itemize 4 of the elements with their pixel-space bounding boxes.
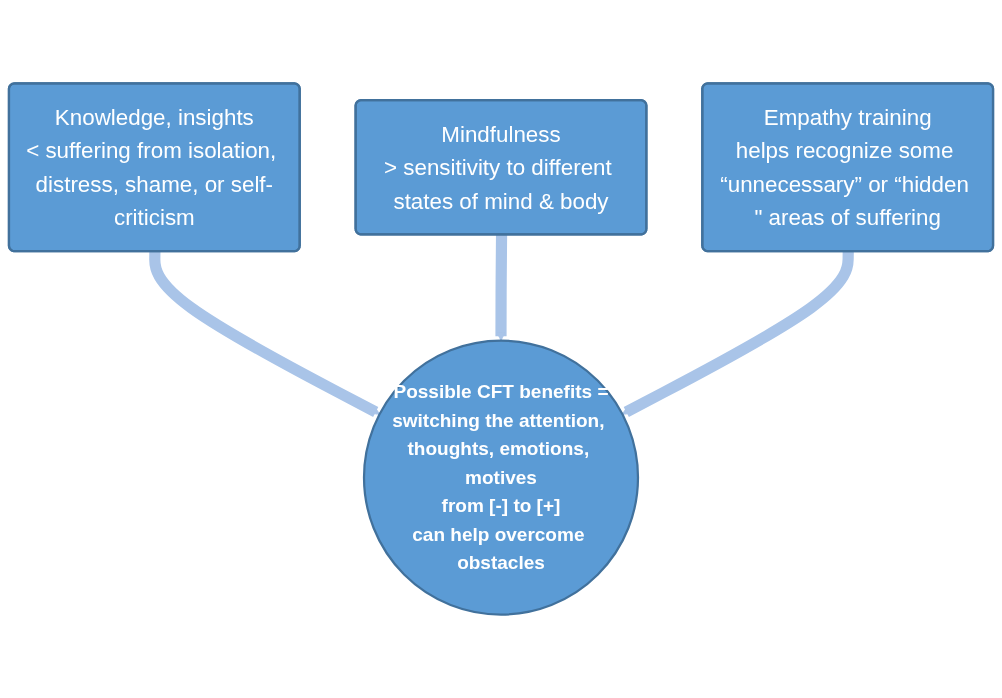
arrow xyxy=(495,234,508,342)
arrow xyxy=(149,251,381,417)
arrow xyxy=(621,251,854,417)
node-circle: Possible CFT benefits = switching the attention, thoughts, emotions, motives from [-] to [+] can help overcome obstacles xyxy=(362,339,640,616)
